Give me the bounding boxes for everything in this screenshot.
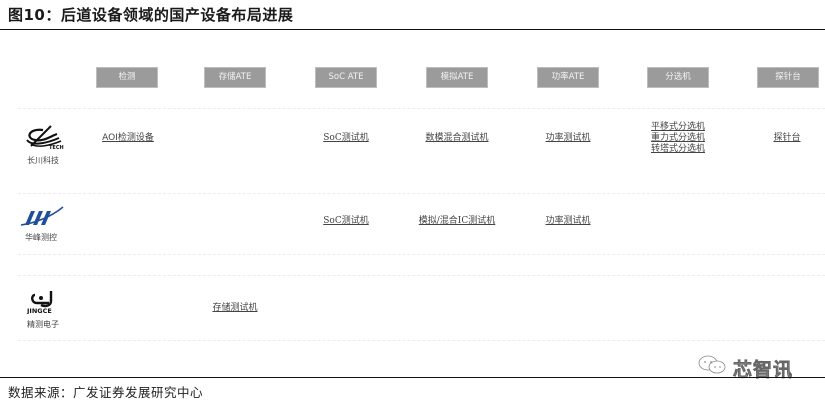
column-header-handler: 分选机 xyxy=(647,67,709,88)
cell-prober[interactable]: 探针台 xyxy=(773,133,801,143)
row-separator xyxy=(18,254,825,255)
watermark: 芯智讯 xyxy=(733,359,794,382)
cell-power-tester[interactable]: 功率测试机 xyxy=(545,133,591,143)
cell-turret-handler[interactable]: 转塔式分选机 xyxy=(650,144,706,154)
changchuan-logo: TECH 长川科技 xyxy=(18,124,68,166)
svg-text:TECH: TECH xyxy=(49,145,64,150)
cell-gravity-handler[interactable]: 重力式分选机 xyxy=(650,133,706,143)
column-header-inspection: 检测 xyxy=(96,67,158,88)
cell-power-tester[interactable]: 功率测试机 xyxy=(545,216,591,226)
jingce-logo: JINGCE 精测电子 xyxy=(18,290,68,330)
bottom-rule xyxy=(0,377,825,378)
row-separator xyxy=(18,193,825,194)
row-separator xyxy=(18,108,825,109)
huafeng-logo-icon xyxy=(20,206,64,226)
changchuan-logo-icon: TECH xyxy=(26,125,64,151)
column-header-analog-ate: 模拟ATE xyxy=(426,67,488,88)
cell-memory-tester[interactable]: 存储测试机 xyxy=(212,303,258,313)
column-header-memory-ate: 存储ATE xyxy=(204,67,266,88)
row-separator xyxy=(18,275,825,276)
company-name: 长川科技 xyxy=(27,156,59,165)
jingce-logo-icon: JINGCE xyxy=(26,291,53,315)
figure-title: 图10：后道设备领域的国产设备布局进展 xyxy=(8,6,294,24)
data-source: 数据来源：广发证券发展研究中心 xyxy=(8,385,204,400)
top-rule xyxy=(0,29,825,30)
cell-analog-mixed-ic-tester[interactable]: 模拟/混合IC测试机 xyxy=(418,216,496,226)
wechat-icon xyxy=(698,355,726,374)
row-separator xyxy=(18,340,825,341)
cell-mixed-signal-tester[interactable]: 数模混合测试机 xyxy=(425,133,489,143)
column-header-power-ate: 功率ATE xyxy=(537,67,599,88)
cell-soc-tester[interactable]: SoC测试机 xyxy=(323,216,369,226)
column-header-prober: 探针台 xyxy=(757,67,819,88)
cell-aoi-inspection[interactable]: AOI检测设备 xyxy=(102,133,154,143)
svg-text:JINGCE: JINGCE xyxy=(26,307,52,314)
company-name: 精测电子 xyxy=(27,320,59,329)
huafeng-logo: 华峰测控 xyxy=(16,205,66,243)
company-name: 华峰测控 xyxy=(25,233,57,242)
cell-pick-place-handler[interactable]: 平移式分选机 xyxy=(650,122,706,132)
cell-soc-tester[interactable]: SoC测试机 xyxy=(323,133,369,143)
column-header-soc-ate: SoC ATE xyxy=(315,67,377,88)
